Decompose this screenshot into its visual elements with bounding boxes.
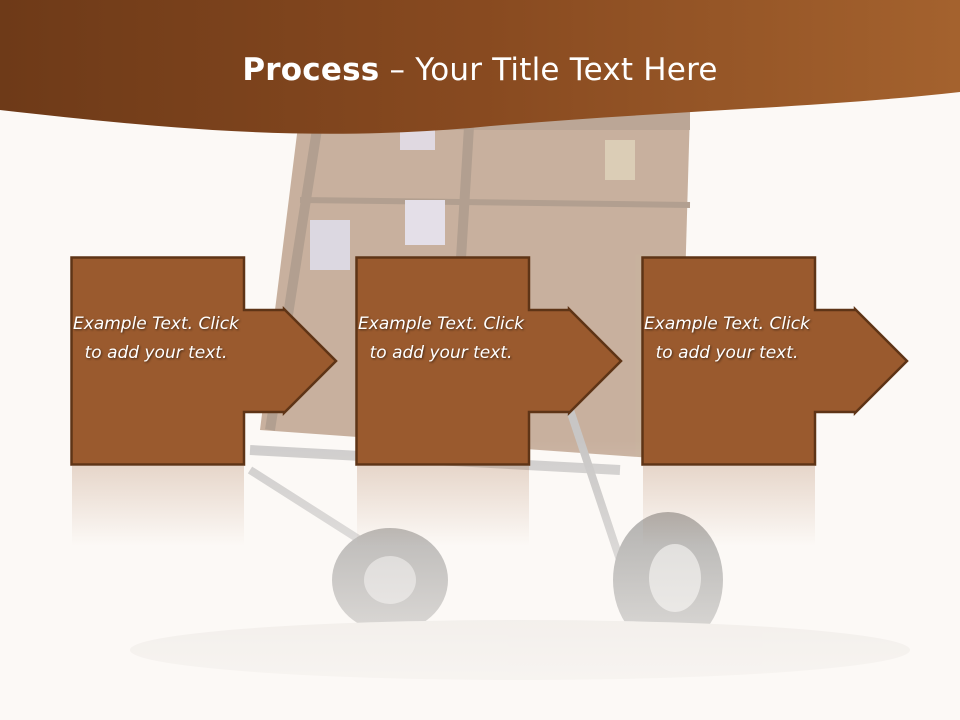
step-reflection bbox=[72, 466, 244, 546]
title-rest: – Your Title Text Here bbox=[379, 52, 718, 88]
process-step-2[interactable]: Example Text. Click to add your text. bbox=[355, 256, 623, 466]
title-bold: Process bbox=[242, 52, 380, 88]
step-text[interactable]: Example Text. Click to add your text. bbox=[358, 314, 524, 363]
arrow-right-icon bbox=[70, 256, 338, 466]
step-text[interactable]: Example Text. Click to add your text. bbox=[644, 314, 810, 363]
step-reflection bbox=[357, 466, 529, 546]
page-title[interactable]: Process – Your Title Text Here bbox=[0, 52, 960, 88]
step-reflection bbox=[643, 466, 815, 546]
process-step-3[interactable]: Example Text. Click to add your text. bbox=[641, 256, 909, 466]
step-text[interactable]: Example Text. Click to add your text. bbox=[73, 314, 239, 363]
process-step-1[interactable]: Example Text. Click to add your text. bbox=[70, 256, 338, 466]
arrow-right-icon bbox=[641, 256, 909, 466]
header-band bbox=[0, 0, 960, 134]
arrow-right-icon bbox=[355, 256, 623, 466]
